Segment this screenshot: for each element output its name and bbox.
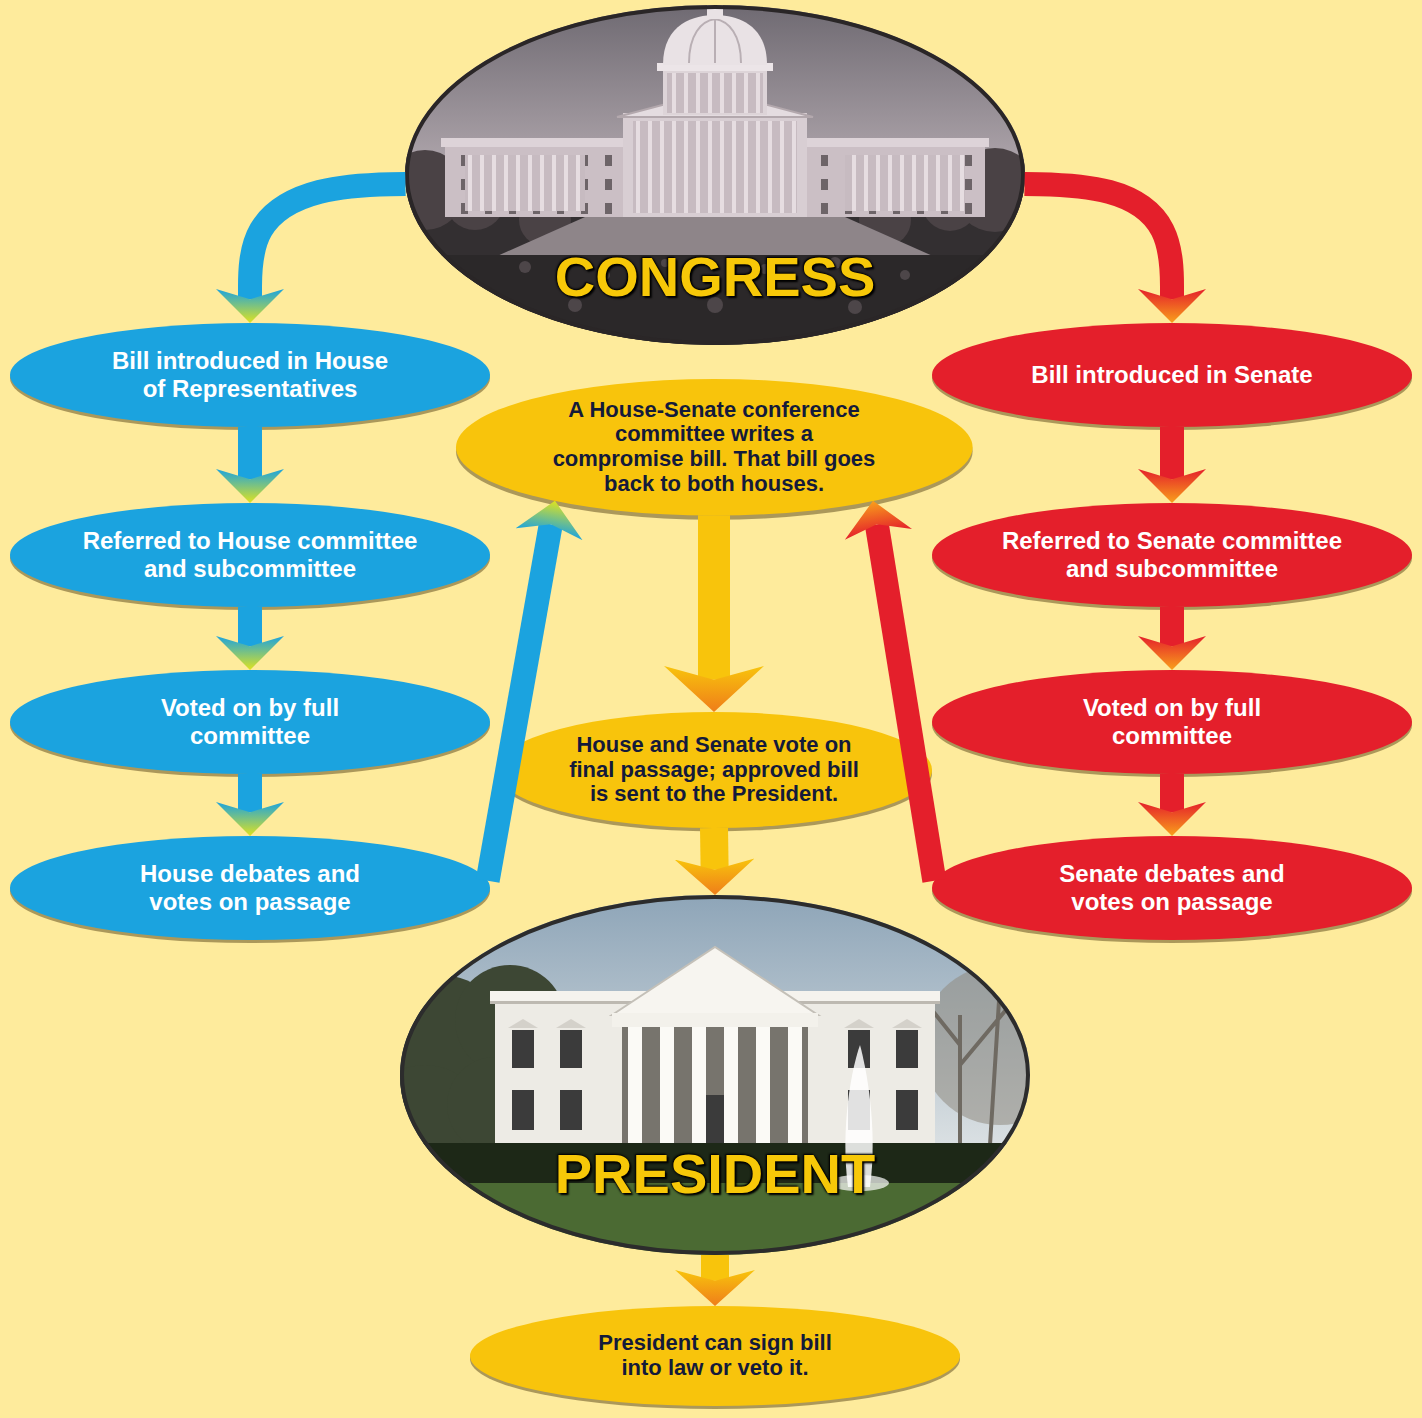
- flow-arrow: [1160, 774, 1184, 812]
- flow-arrow: [238, 774, 262, 812]
- step-label: Voted on by full committee: [130, 694, 370, 749]
- process-ellipse: House debates and votes on passage: [10, 836, 490, 940]
- flow-arrow: [701, 1255, 729, 1281]
- ellipse-fill: [10, 670, 490, 774]
- ellipse-fill: [932, 503, 1412, 607]
- white-house-scene: [365, 895, 1080, 1255]
- process-ellipse: President can sign bill into law or veto…: [470, 1306, 960, 1406]
- illustration-part: [900, 270, 910, 280]
- ellipse-fill: [932, 836, 1412, 940]
- step-label: A House-Senate conference committee writ…: [549, 398, 879, 497]
- illustration-part: [512, 1090, 534, 1130]
- illustration-part: [896, 1030, 918, 1068]
- photo-ellipse: CONGRESS: [405, 5, 1025, 345]
- step-label: House and Senate vote on final passage; …: [559, 733, 869, 807]
- illustration-part: [663, 15, 767, 65]
- flow-arrow: [1025, 184, 1172, 299]
- step-label: Bill introduced in House of Representati…: [105, 347, 395, 402]
- illustration-part: [519, 261, 531, 273]
- illustration-part: [512, 1030, 534, 1068]
- illustration-part: [692, 1027, 706, 1147]
- process-ellipse: Bill introduced in Senate: [932, 323, 1412, 427]
- flow-arrow: [700, 828, 729, 870]
- illustration-part: [612, 1013, 818, 1027]
- illustration-part: [724, 1027, 738, 1147]
- illustration-part: [844, 1019, 874, 1028]
- process-ellipse: Voted on by full committee: [932, 670, 1412, 774]
- illustration-part: [845, 155, 965, 211]
- illustration-part: [633, 121, 797, 213]
- illustration-part: [623, 113, 807, 217]
- flow-arrow: [238, 427, 262, 479]
- illustration-part: [707, 1, 723, 19]
- flow-arrow: [698, 515, 730, 680]
- process-ellipse: Referred to Senate committee and subcomm…: [932, 503, 1412, 607]
- ellipse-fill: [10, 836, 490, 940]
- illustration-part: [660, 1027, 674, 1147]
- process-ellipse: A House-Senate conference committee writ…: [456, 379, 973, 516]
- illustration-part: [556, 1019, 586, 1028]
- illustration-part: [896, 1090, 918, 1130]
- illustration-part: [622, 1013, 808, 1150]
- step-label: Senate debates and votes on passage: [1047, 860, 1297, 915]
- ellipse-fill: [10, 503, 490, 607]
- flow-arrow: [1160, 427, 1184, 479]
- step-label: House debates and votes on passage: [125, 860, 375, 915]
- illustration-part: [508, 1019, 538, 1028]
- illustration-part: [407, 7, 1023, 343]
- process-ellipse: Bill introduced in House of Representati…: [10, 323, 490, 427]
- illustration-part: [689, 19, 741, 63]
- illustration-part: [465, 155, 585, 211]
- step-label: Bill introduced in Senate: [1031, 361, 1312, 389]
- illustration-part: [560, 1030, 582, 1068]
- illustration-part: [667, 73, 763, 113]
- flow-arrow: [238, 607, 262, 646]
- flow-arrow: [877, 524, 935, 880]
- illustration-part: [920, 965, 1080, 1125]
- step-label: President can sign bill into law or veto…: [590, 1331, 840, 1380]
- illustration-part: [628, 1027, 802, 1147]
- step-label: Referred to House committee and subcommi…: [70, 527, 430, 582]
- flow-arrow: [250, 184, 405, 299]
- illustration-part: [612, 947, 818, 1015]
- illustration-part: [788, 1027, 802, 1147]
- ellipse-fill: [10, 323, 490, 427]
- illustration-part: [703, 1095, 727, 1150]
- flow-arrow: [1160, 607, 1184, 646]
- step-label: Referred to Senate committee and subcomm…: [992, 527, 1352, 582]
- step-label: Voted on by full committee: [1052, 694, 1292, 749]
- illustration-part: [402, 897, 1028, 1253]
- illustration-part: [892, 1019, 922, 1028]
- process-ellipse: Voted on by full committee: [10, 670, 490, 774]
- ellipse-fill: [470, 1306, 960, 1406]
- capitol-scene: [385, 1, 1037, 345]
- process-ellipse: House and Senate vote on final passage; …: [496, 712, 932, 828]
- ellipse-fill: [496, 712, 932, 828]
- ellipse-fill: [456, 379, 973, 516]
- photo-title: PRESIDENT: [555, 1143, 876, 1205]
- illustration-part: [560, 1090, 582, 1130]
- illustration-part: [663, 69, 767, 115]
- ellipse-fill: [932, 670, 1412, 774]
- ellipse-fill: [932, 323, 1412, 427]
- process-ellipse: Senate debates and votes on passage: [932, 836, 1412, 940]
- process-ellipse: Referred to House committee and subcommi…: [10, 503, 490, 607]
- illustration-part: [756, 1027, 770, 1147]
- photo-ellipse: PRESIDENT: [400, 895, 1030, 1255]
- flow-arrow: [488, 524, 551, 881]
- illustration-part: [628, 1027, 642, 1147]
- photo-title: CONGRESS: [555, 246, 876, 308]
